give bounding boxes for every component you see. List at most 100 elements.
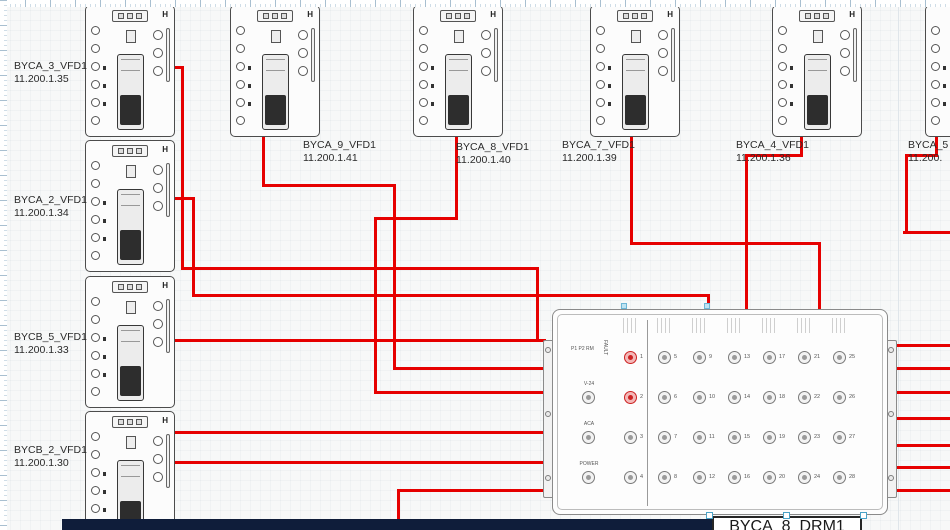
port-number: 17	[779, 354, 786, 360]
wire-segment[interactable]	[800, 135, 803, 157]
left-ports	[91, 161, 100, 269]
wire-segment[interactable]	[374, 217, 377, 394]
wire-segment[interactable]	[897, 344, 950, 347]
wire-segment[interactable]	[397, 489, 400, 521]
wire-segment[interactable]	[897, 367, 950, 370]
left-ports	[236, 26, 245, 134]
wire-segment[interactable]	[897, 444, 950, 447]
port-number: 8	[674, 474, 678, 480]
vfd-device-BYCA_9_VFD1[interactable]: H	[230, 5, 320, 137]
vfd-device-BYCA_5[interactable]: H	[925, 5, 950, 137]
device-ip: 11.200.1.39	[562, 152, 617, 164]
drm-port-15	[728, 431, 741, 444]
wire-segment[interactable]	[393, 184, 396, 370]
vfd-device-BYCB_5_VFD1[interactable]: H	[85, 276, 175, 408]
port-id-marks	[657, 318, 673, 333]
wire-segment[interactable]	[745, 154, 748, 312]
left-ports	[778, 26, 787, 134]
wire-segment[interactable]	[630, 242, 821, 245]
wire-segment[interactable]	[172, 431, 546, 434]
wire-segment[interactable]	[903, 231, 950, 234]
wire-segment[interactable]	[262, 184, 396, 187]
wire-segment[interactable]	[897, 391, 950, 394]
port-tick-marks	[103, 201, 106, 255]
left-ports	[931, 26, 940, 134]
wire-segment[interactable]	[818, 242, 821, 312]
wire-segment[interactable]	[181, 267, 538, 270]
port-number: 22	[814, 394, 821, 400]
wire-segment[interactable]	[262, 135, 265, 187]
wire-segment[interactable]	[172, 66, 184, 69]
drm-port-28	[833, 471, 846, 484]
port-number: 1	[640, 354, 644, 360]
port-id-marks	[623, 318, 639, 333]
selection-handle[interactable]	[860, 512, 867, 519]
wire-segment[interactable]	[172, 339, 546, 342]
drm-port	[582, 391, 595, 404]
device-ip: 11.200.	[908, 152, 943, 164]
wire-segment[interactable]	[181, 66, 184, 270]
vfd-device-BYCA_7_VFD1[interactable]: H	[590, 5, 680, 137]
drm-port-27	[833, 431, 846, 444]
port-number: 24	[814, 474, 821, 480]
vfd-device-BYCA_3_VFD1[interactable]: H	[85, 5, 175, 137]
connector-icon	[631, 30, 641, 43]
vfd-device-BYCB_2_VFD1[interactable]: H	[85, 411, 175, 530]
vfd-device-BYCA_2_VFD1[interactable]: H	[85, 140, 175, 272]
wire-segment[interactable]	[935, 135, 938, 157]
panel-text-aca: ACA	[583, 421, 595, 427]
vfd-device-BYCA_8_VFD1[interactable]: H	[413, 5, 503, 137]
device-ip: 11.200.1.35	[14, 73, 69, 85]
right-ports	[658, 30, 668, 84]
selection-handle[interactable]	[783, 512, 790, 519]
drm-port-12	[693, 471, 706, 484]
drm-port-13	[728, 351, 741, 364]
wire-segment[interactable]	[745, 154, 803, 157]
vfd-device-BYCA_4_VFD1[interactable]: H	[772, 5, 862, 137]
panel-text-p1p2rm: P1 P2 RM	[571, 346, 594, 352]
wire-segment[interactable]	[897, 489, 950, 492]
wire-segment[interactable]	[397, 489, 546, 492]
left-ports	[91, 297, 100, 405]
wire-segment[interactable]	[536, 267, 539, 342]
wire-segment[interactable]	[172, 461, 546, 464]
port-number: 13	[744, 354, 751, 360]
port-number: 10	[709, 394, 716, 400]
drm-port-11	[693, 431, 706, 444]
connection-point-marker	[704, 303, 710, 309]
wire-segment[interactable]	[897, 466, 950, 469]
wire-segment[interactable]	[374, 391, 546, 394]
top-connector	[112, 416, 148, 428]
wire-segment[interactable]	[192, 294, 710, 297]
drm-port-7	[658, 431, 671, 444]
wire-segment[interactable]	[192, 197, 195, 297]
panel-text-v24: V-24	[583, 381, 595, 387]
wire-segment[interactable]	[374, 217, 458, 220]
selection-handle[interactable]	[706, 512, 713, 519]
wire-segment[interactable]	[393, 367, 546, 370]
wire-segment[interactable]	[172, 197, 195, 200]
wire-segment[interactable]	[905, 154, 938, 157]
wire-segment[interactable]	[905, 154, 908, 234]
port-tick-marks	[790, 66, 793, 120]
wire-segment[interactable]	[455, 135, 458, 220]
drive-module	[117, 189, 144, 265]
dark-object-bar[interactable]	[62, 519, 712, 530]
wire-segment[interactable]	[897, 417, 950, 420]
wire-segment[interactable]	[630, 135, 633, 245]
port-tick-marks	[103, 66, 106, 120]
panel-text-power: POWER	[579, 461, 599, 467]
port-tick-marks	[943, 66, 946, 120]
port-number: 26	[849, 394, 856, 400]
